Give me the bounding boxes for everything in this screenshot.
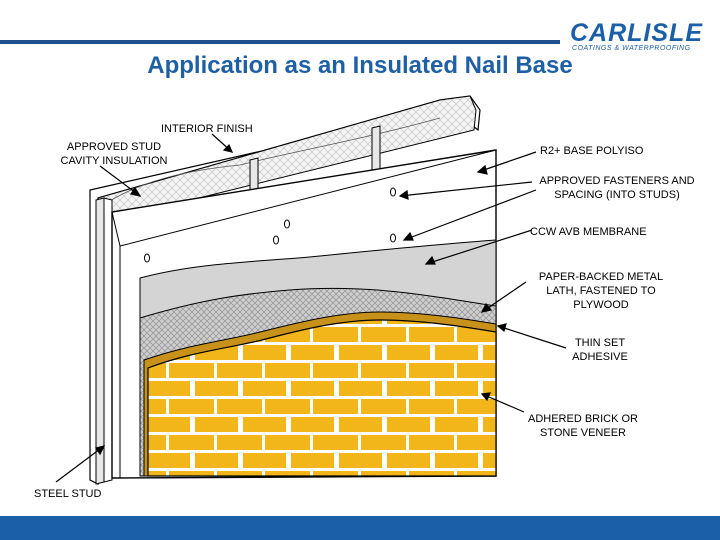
label-text: APPROVED FASTENERS AND [528,174,706,188]
label-brick-veneer: ADHERED BRICK OR STONE VENEER [516,412,650,440]
footer-band [0,516,720,540]
label-thinset-adhesive: THIN SET ADHESIVE [556,336,644,364]
label-text: STONE VENEER [516,426,650,440]
label-base-polyiso: R2+ BASE POLYISO [540,144,643,158]
label-text: INTERIOR FINISH [161,123,253,135]
label-avb-membrane: CCW AVB MEMBRANE [530,225,647,239]
label-text: ADHESIVE [556,350,644,364]
label-text: CCW AVB MEMBRANE [530,226,647,238]
label-text: APPROVED STUD [48,140,180,154]
label-stud-cavity-insulation: APPROVED STUD CAVITY INSULATION [48,140,180,168]
label-steel-stud: STEEL STUD [34,487,101,501]
label-text: THIN SET [556,336,644,350]
label-text: R2+ BASE POLYISO [540,145,643,157]
label-text: ADHERED BRICK OR [516,412,650,426]
label-text: CAVITY INSULATION [48,154,180,168]
label-text: PLYWOOD [528,298,674,312]
label-text: LATH, FASTENED TO [528,284,674,298]
label-text: STEEL STUD [34,488,101,500]
label-text: PAPER-BACKED METAL [528,270,674,284]
label-fasteners: APPROVED FASTENERS AND SPACING (INTO STU… [528,174,706,202]
label-text: SPACING (INTO STUDS) [528,188,706,202]
label-interior-finish: INTERIOR FINISH [161,122,253,136]
label-metal-lath: PAPER-BACKED METAL LATH, FASTENED TO PLY… [528,270,674,312]
